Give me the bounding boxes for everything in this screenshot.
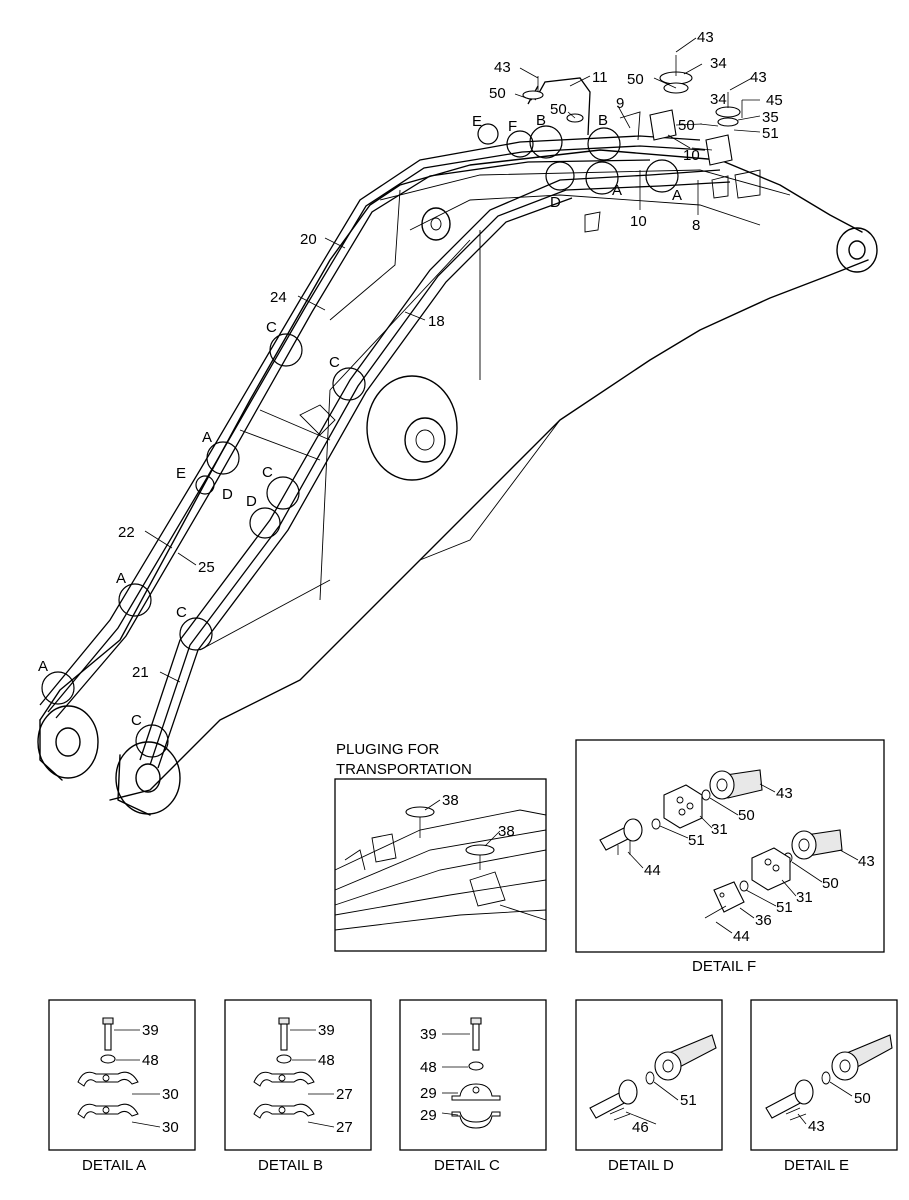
- detail-d-panel: 51 46 DETAIL D: [575, 999, 723, 1174]
- letter-A-3: A: [202, 429, 212, 446]
- detail-a-caption: DETAIL A: [82, 1157, 146, 1174]
- detail-c-label-29-b: 29: [420, 1107, 437, 1124]
- main-part-labels: 43 11 50 50 9 43 34 50 10 43 34 45 35 50…: [118, 29, 783, 681]
- letter-C-2: C: [329, 354, 340, 371]
- detail-f-label-36: 36: [755, 912, 772, 929]
- label-43-a: 43: [494, 59, 511, 76]
- detail-c-label-29-a: 29: [420, 1085, 437, 1102]
- detail-d-label-46: 46: [632, 1119, 649, 1136]
- letter-B-1: B: [536, 112, 546, 129]
- plug-label-38-a: 38: [442, 792, 459, 809]
- plugging-title-line2: TRANSPORTATION: [336, 761, 472, 778]
- detail-f-label-50-a: 50: [738, 807, 755, 824]
- letter-C-1: C: [266, 319, 277, 336]
- hydraulic-pipes: [39, 77, 731, 769]
- detail-a-label-30-a: 30: [162, 1086, 179, 1103]
- detail-f-panel: 43 50 31 51 44 43 50 31 51 36 44 DETAIL …: [575, 739, 885, 975]
- letter-E-mid: E: [176, 465, 186, 482]
- detail-a-panel: 39 48 30 30 DETAIL A: [48, 999, 196, 1174]
- label-25: 25: [198, 559, 215, 576]
- detail-d-caption: DETAIL D: [608, 1157, 674, 1174]
- detail-e-label-50: 50: [854, 1090, 871, 1107]
- label-9: 9: [616, 95, 624, 112]
- detail-f-label-51-a: 51: [688, 832, 705, 849]
- letter-C-5: C: [131, 712, 142, 729]
- detail-a-label-30-b: 30: [162, 1119, 179, 1136]
- detail-f-label-43-b: 43: [858, 853, 875, 870]
- label-50-a: 50: [489, 85, 506, 102]
- detail-e-panel: 50 43 DETAIL E: [750, 999, 898, 1174]
- detail-c-caption: DETAIL C: [434, 1157, 500, 1174]
- detail-f-caption: DETAIL F: [692, 958, 756, 975]
- detail-c-panel: 39 48 29 29 DETAIL C: [399, 999, 547, 1174]
- detail-b-label-27-b: 27: [336, 1119, 353, 1136]
- letter-F: F: [508, 118, 517, 135]
- label-8: 8: [692, 217, 700, 234]
- top-fittings: [522, 55, 761, 199]
- label-50-b: 50: [550, 101, 567, 118]
- detail-c-label-48: 48: [420, 1059, 437, 1076]
- detail-f-label-31-b: 31: [796, 889, 813, 906]
- detail-a-label-48: 48: [142, 1052, 159, 1069]
- letter-D-top: D: [550, 194, 561, 211]
- detail-circles: [41, 123, 679, 758]
- detail-f-label-44-a: 44: [644, 862, 661, 879]
- letter-E-top: E: [472, 113, 482, 130]
- label-18: 18: [428, 313, 445, 330]
- detail-b-label-48: 48: [318, 1052, 335, 1069]
- detail-f-label-50-b: 50: [822, 875, 839, 892]
- label-35: 35: [762, 109, 779, 126]
- letter-A-1: A: [612, 182, 622, 199]
- label-50-d: 50: [678, 117, 695, 134]
- detail-e-caption: DETAIL E: [784, 1157, 849, 1174]
- label-45: 45: [766, 92, 783, 109]
- detail-e-label-43: 43: [808, 1118, 825, 1135]
- label-10-b: 10: [630, 213, 647, 230]
- detail-f-label-43-a: 43: [776, 785, 793, 802]
- letter-D-low: D: [246, 493, 257, 510]
- label-50-c: 50: [627, 71, 644, 88]
- letter-D-mid: D: [222, 486, 233, 503]
- plugging-title-line1: PLUGING FOR: [336, 741, 440, 758]
- plug-label-38-b: 38: [498, 823, 515, 840]
- label-22: 22: [118, 524, 135, 541]
- main-leader-lines: [144, 37, 761, 683]
- label-43-c: 43: [750, 69, 767, 86]
- detail-f-label-51-b: 51: [776, 899, 793, 916]
- label-10-a: 10: [683, 147, 700, 164]
- detail-c-label-39: 39: [420, 1026, 437, 1043]
- letter-B-2: B: [598, 112, 608, 129]
- detail-b-label-39: 39: [318, 1022, 335, 1039]
- letter-C-4: C: [176, 604, 187, 621]
- label-21: 21: [132, 664, 149, 681]
- label-34-b: 34: [710, 91, 727, 108]
- detail-b-caption: DETAIL B: [258, 1157, 323, 1174]
- label-43-b: 43: [697, 29, 714, 46]
- letter-A-5: A: [38, 658, 48, 675]
- detail-f-label-31-a: 31: [711, 821, 728, 838]
- detail-d-label-51: 51: [680, 1092, 697, 1109]
- detail-f-label-44-b: 44: [733, 928, 750, 945]
- label-51: 51: [762, 125, 779, 142]
- detail-a-label-39: 39: [142, 1022, 159, 1039]
- label-11: 11: [592, 69, 608, 86]
- detail-b-panel: 39 48 27 27 DETAIL B: [224, 999, 372, 1174]
- main-detail-letters: E F B B A A D C C A E D C D A C A C: [38, 112, 682, 729]
- plugging-panel: PLUGING FOR TRANSPORTATION 38 38: [334, 741, 547, 952]
- label-24: 24: [270, 289, 287, 306]
- letter-A-2: A: [672, 187, 682, 204]
- letter-C-3: C: [262, 464, 273, 481]
- label-20: 20: [300, 231, 317, 248]
- detail-b-label-27-a: 27: [336, 1086, 353, 1103]
- boom-structure: [37, 149, 878, 816]
- label-34-a: 34: [710, 55, 727, 72]
- letter-A-4: A: [116, 570, 126, 587]
